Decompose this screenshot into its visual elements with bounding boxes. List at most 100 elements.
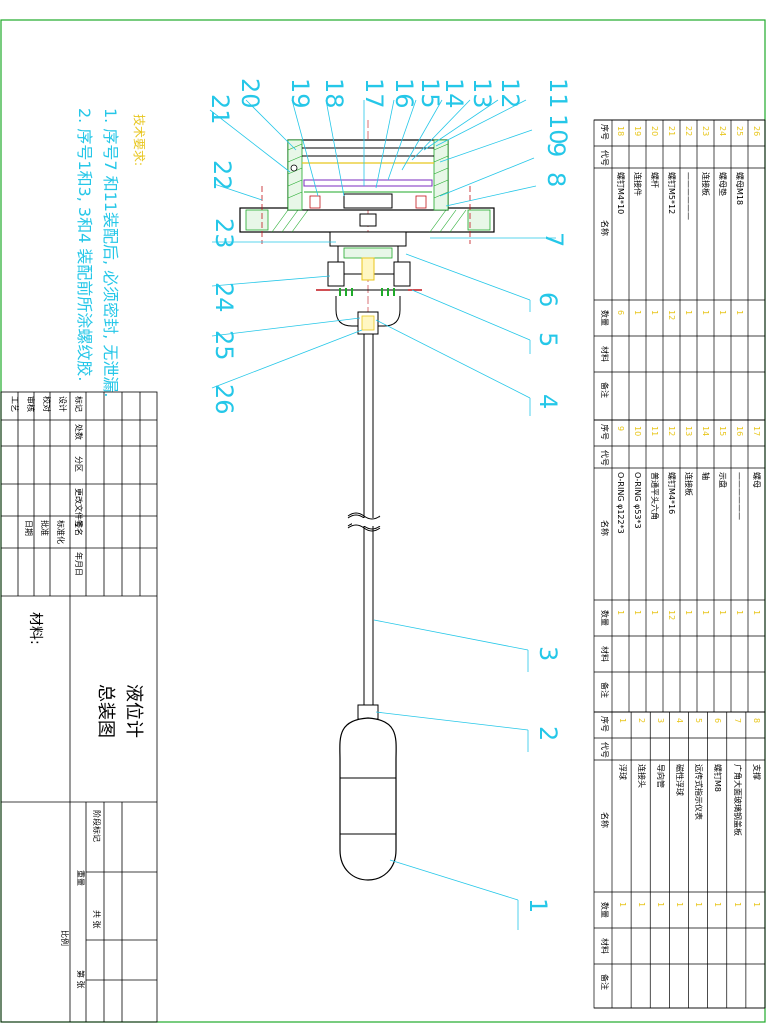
title-block-label-1: 分区	[74, 456, 83, 472]
bom-row-qty: 6	[616, 310, 626, 316]
callout-24: 24	[210, 282, 238, 313]
bom-row-name: 螺母	[752, 472, 762, 488]
title-block-scale-3: 共 张	[92, 910, 101, 929]
title-block-row-0: 标记	[74, 396, 83, 412]
callout-2: 2	[534, 726, 562, 742]
bom-header-5: 备注	[600, 382, 609, 398]
callout-16: 16	[390, 78, 418, 109]
bom-row-no: 16	[735, 426, 745, 437]
bom-row-no: 20	[650, 126, 660, 137]
drawing-title: 液位计	[123, 684, 144, 738]
callout-26: 26	[210, 384, 238, 415]
drawing-subtitle: 总装图	[95, 684, 116, 738]
bom-row-qty: 1	[684, 310, 694, 316]
bom-header-0: 序号	[600, 424, 609, 440]
bom-row-no: 2	[636, 718, 646, 724]
bom-row-no: 6	[713, 718, 723, 724]
bom-header-5: 备注	[600, 974, 609, 990]
title-block-row-2: 校对	[42, 396, 51, 412]
title-block-scale-1: 重量	[76, 870, 85, 886]
bom-row-qty: 1	[718, 610, 728, 616]
bom-row-name: 示盘	[718, 472, 728, 488]
bom-row-qty: 1	[735, 310, 745, 316]
bom-row-no: 11	[650, 426, 660, 437]
callout-6: 6	[534, 292, 562, 308]
bom-header-4: 材料	[600, 646, 609, 662]
bom-row-qty: 1	[617, 902, 627, 908]
bom-header-2: 名称	[600, 220, 609, 236]
callout-18: 18	[320, 78, 348, 109]
callout-20: 20	[236, 78, 264, 109]
title-block-scale-2: 比例	[60, 930, 69, 946]
note-1: 1. 序号7 和11装配后, 必须密封, 无泄漏.	[101, 108, 120, 398]
note-2: 2. 序号1和3, 3和4 装配前所涂螺纹胶.	[75, 108, 94, 382]
callout-23: 23	[210, 218, 238, 249]
bom-row-qty: 1	[684, 610, 694, 616]
bom-header-4: 材料	[600, 938, 609, 954]
bom-row-qty: 1	[633, 610, 643, 616]
bom-header-5: 备注	[600, 682, 609, 698]
bom-row-name: ——————	[684, 172, 694, 220]
callout-4: 4	[534, 394, 562, 410]
bom-row-name: 连接板	[701, 172, 711, 196]
bom-row-qty: 1	[650, 610, 660, 616]
bom-row-no: 22	[684, 126, 694, 137]
title-block-row-3: 审核	[26, 396, 35, 412]
bom-row-qty: 1	[732, 902, 742, 908]
bom-row-name: 轴	[701, 472, 711, 480]
bom-row-no: 8	[751, 718, 761, 724]
title-block-scale-0: 阶段标记	[92, 810, 101, 842]
bom-row-no: 17	[752, 426, 762, 437]
callout-17: 17	[360, 78, 388, 109]
bom-row-name: 支撑	[751, 764, 761, 780]
bom-row-name: 连接头	[636, 764, 646, 788]
bom-row-name: 普通平头六角	[650, 472, 660, 520]
bom-row-name: 螺钉M8	[713, 764, 723, 792]
bom-row-no: 18	[616, 126, 626, 137]
callout-21: 21	[206, 94, 234, 125]
callout-10: 10	[544, 114, 572, 145]
bom-row-no: 19	[633, 126, 643, 137]
bom-row-name: 螺母垫	[718, 172, 728, 196]
callout-25: 25	[210, 330, 238, 361]
bom-header-3: 数量	[600, 310, 609, 326]
bom-row-name: 螺钉M4*16	[667, 472, 677, 515]
bom-row-qty: 1	[675, 902, 685, 908]
bom-row-name: 连接件	[633, 172, 643, 196]
callout-1: 1	[524, 898, 552, 914]
bom-row-name: 螺母M18	[735, 172, 745, 206]
bom-row-qty: 1	[636, 902, 646, 908]
bom-row-name: 导向管	[656, 764, 666, 788]
title-block-row-1: 设计	[58, 396, 67, 412]
notes-heading: 技术要求:	[132, 114, 146, 167]
bom-header-0: 序号	[600, 716, 609, 732]
bom-row-no: 10	[633, 426, 643, 437]
bom-row-name: O-RING φ122*3	[616, 472, 626, 534]
callout-7: 7	[540, 232, 568, 248]
bom-row-qty: 1	[633, 310, 643, 316]
bom-row-name: 螺杆	[650, 172, 660, 188]
technical-notes: 技术要求:	[131, 108, 148, 166]
bom-row-no: 12	[667, 426, 677, 437]
material-label: 材料:	[27, 612, 43, 645]
bom-row-no: 21	[667, 126, 677, 137]
title-block-label-4: 年月日	[74, 552, 83, 576]
bom-row-no: 23	[701, 126, 711, 137]
bom-header-2: 名称	[600, 520, 609, 536]
bom-header-1: 代号	[600, 450, 609, 466]
bom-row-no: 14	[701, 426, 711, 437]
title-block-label-3: 签名	[74, 520, 83, 536]
bom-row-name: 浮球	[617, 764, 627, 780]
bom-row-name: 螺钉M5*12	[667, 172, 677, 215]
bom-row-no: 3	[656, 718, 666, 724]
callout-12: 12	[496, 78, 524, 109]
callout-22: 22	[208, 160, 236, 191]
bom-row-name: 广角大面玻璃钢盖板	[732, 764, 742, 836]
bom-row-no: 9	[616, 426, 626, 432]
title-block-scale-4: 第 张	[76, 970, 85, 989]
bom-header-4: 材料	[600, 346, 609, 362]
bom-row-name: 螺钉M4*10	[616, 172, 626, 215]
bom-header-2: 名称	[600, 812, 609, 828]
